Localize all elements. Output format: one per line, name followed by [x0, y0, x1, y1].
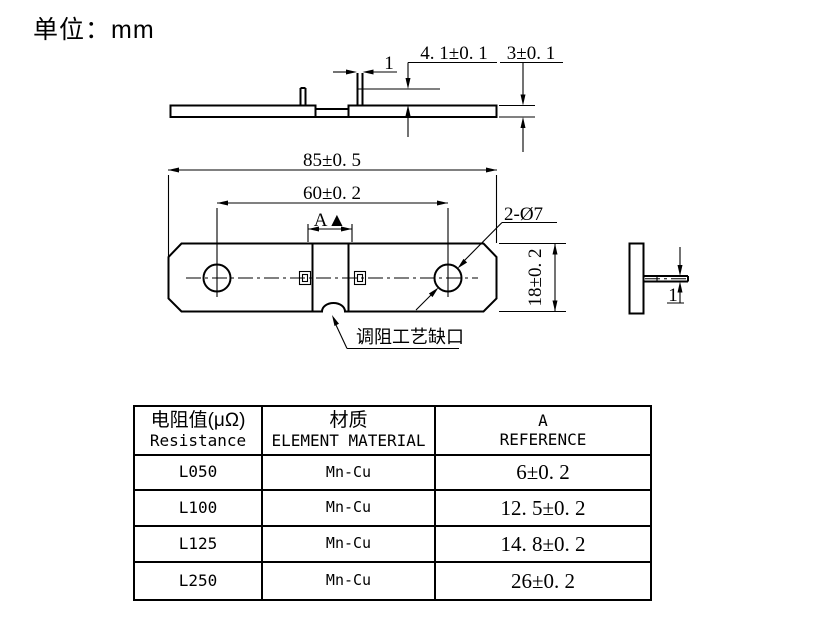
material-value: Mn-Cu: [325, 571, 372, 590]
table-header-resistance: 电阻值(μΩ) Resistance: [135, 407, 263, 456]
overall-length-label: 85±0. 5: [303, 150, 361, 171]
side-view: 1: [628, 242, 690, 315]
thickness-label: 3±0. 1: [507, 43, 555, 64]
a-dim-label: A▲: [314, 210, 347, 231]
notch-label: 调阻工艺缺口: [356, 327, 464, 347]
dim-overall-length: 85±0. 5: [167, 150, 498, 256]
header-resistance-cn: 电阻值(μΩ): [150, 410, 246, 432]
plate-width-label: 18±0. 2: [525, 249, 546, 307]
cell-material: Mn-Cu: [263, 456, 436, 491]
plate-outline: [167, 242, 498, 313]
dim-hole-spacing: 60±0. 2: [216, 183, 449, 297]
cell-material: Mn-Cu: [263, 527, 436, 563]
cell-resistance: L125: [135, 527, 263, 563]
cell-a-value: 6±0. 2: [436, 456, 650, 491]
cell-material: Mn-Cu: [263, 491, 436, 527]
a-value: 12. 5±0. 2: [500, 495, 586, 520]
dim-pin-width: 1: [333, 53, 397, 75]
a-value: 14. 8±0. 2: [500, 531, 586, 556]
resistance-value: L125: [178, 533, 218, 553]
cell-a-value: 12. 5±0. 2: [436, 491, 650, 527]
technical-drawing: 1 4. 1±0. 1 3±0. 1: [167, 43, 690, 350]
end-view-outline: [628, 242, 645, 315]
material-value: Mn-Cu: [325, 498, 372, 517]
material-value: Mn-Cu: [325, 462, 372, 481]
pin-width-label: 1: [384, 53, 394, 74]
dim-a-reference: A▲: [307, 210, 353, 242]
pin-height-label: 4. 1±0. 1: [420, 43, 487, 64]
cell-a-value: 26±0. 2: [436, 563, 650, 599]
material-value: Mn-Cu: [325, 534, 372, 553]
header-a-en: REFERENCE: [499, 429, 587, 449]
hole-spacing-label: 60±0. 2: [303, 183, 361, 204]
dim-plate-width: 18±0. 2: [499, 242, 566, 313]
header-material-cn: 材质: [329, 410, 368, 432]
dim-pin-height: 4. 1±0. 1: [405, 43, 497, 137]
dim-holes-callout: 2-Ø7: [415, 204, 557, 311]
left-sense-pin: [298, 270, 312, 286]
table-header-a-reference: A REFERENCE: [436, 407, 650, 456]
left-pin: [299, 87, 307, 106]
a-value: 26±0. 2: [510, 568, 576, 593]
cell-resistance: L100: [135, 491, 263, 527]
top-view: 1 4. 1±0. 1 3±0. 1: [169, 43, 563, 152]
notch-callout: 调阻工艺缺口: [332, 315, 464, 350]
bar-outline: [169, 104, 498, 118]
header-material-en: ELEMENT MATERIAL: [271, 431, 426, 451]
cell-resistance: L050: [135, 456, 263, 491]
cell-resistance: L250: [135, 563, 263, 599]
front-view: 85±0. 5 60±0. 2 A▲: [167, 150, 566, 350]
resistance-value: L050: [178, 462, 218, 482]
right-sense-pin: [353, 270, 367, 286]
dim-thickness: 3±0. 1: [499, 43, 563, 152]
cell-a-value: 14. 8±0. 2: [436, 527, 650, 563]
header-resistance-en: Resistance: [149, 431, 247, 451]
unit-label: 单位：mm: [33, 16, 155, 44]
dim-side-pin-thickness: 1: [667, 247, 684, 306]
end-view-pin: [643, 275, 690, 283]
resistance-value: L250: [178, 570, 218, 590]
table-header-material: 材质 ELEMENT MATERIAL: [263, 407, 436, 456]
side-pin-thickness-label: 1: [668, 285, 678, 306]
holes-label: 2-Ø7: [504, 204, 543, 225]
a-value: 6±0. 2: [516, 460, 570, 485]
cell-material: Mn-Cu: [263, 563, 436, 599]
header-a-letter: A: [538, 411, 548, 431]
spec-table: 电阻值(μΩ) Resistance 材质 ELEMENT MATERIAL A…: [133, 405, 652, 601]
resistance-value: L100: [178, 497, 218, 517]
